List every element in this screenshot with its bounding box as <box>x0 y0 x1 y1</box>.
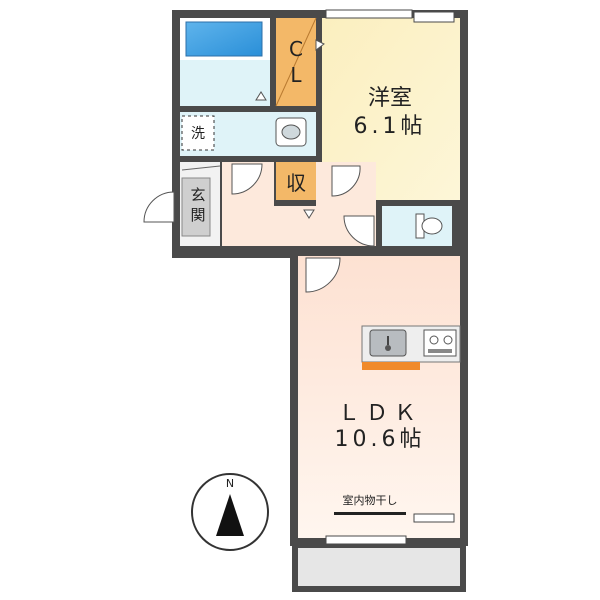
storage-label: 収 <box>286 171 306 195</box>
compass: N <box>191 473 269 551</box>
drying-rail <box>334 512 406 515</box>
closet-label-top: C <box>289 37 303 61</box>
storage <box>276 162 316 200</box>
entrance-label-top: 玄 <box>190 186 205 204</box>
drying-label: 室内物干し <box>343 493 398 507</box>
shoe-cabinet <box>181 177 211 237</box>
ldk-room-size: 10.6帖 <box>335 427 426 452</box>
ldk-room <box>298 256 460 538</box>
toilet-bowl <box>421 217 443 235</box>
entrance-label-bottom: 関 <box>190 206 205 224</box>
western-room-size: 6.1帖 <box>354 114 427 139</box>
kitchen-counter <box>362 362 420 370</box>
washer-label: 洗 <box>191 126 205 142</box>
closet-label-bottom: L <box>290 63 302 87</box>
washer-space <box>181 115 215 151</box>
western-room-name: 洋室 <box>368 86 412 111</box>
doors <box>143 39 375 293</box>
ldk-room-name: ＬＤＫ <box>338 401 422 426</box>
windows <box>325 9 455 545</box>
kitchen <box>361 325 461 370</box>
compass-north-label: N <box>226 477 234 490</box>
north-arrow-icon <box>216 494 244 536</box>
bathtub <box>185 21 263 57</box>
